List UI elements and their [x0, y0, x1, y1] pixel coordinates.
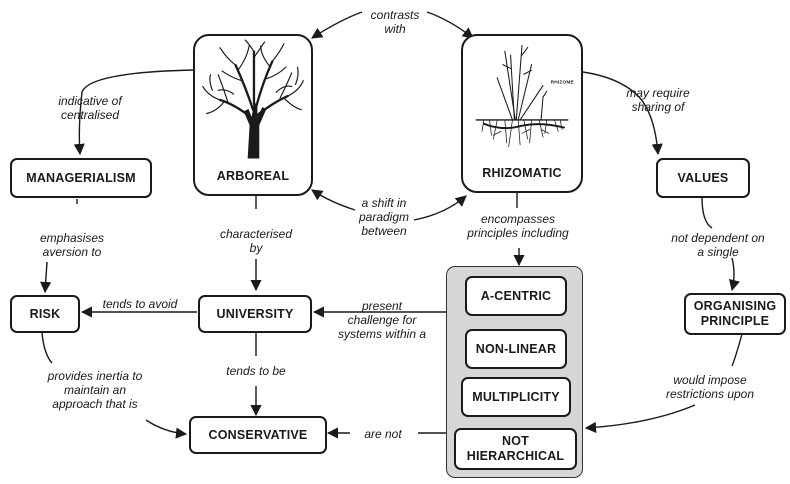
node-rhizomatic[interactable]: RHIZOME RHIZOMATIC	[461, 34, 583, 193]
arrow-shift-paradigm-2	[413, 195, 467, 221]
node-conservative[interactable]: CONSERVATIVE	[189, 416, 327, 454]
link-label-contrasts: contrasts with	[370, 8, 420, 36]
node-label: CONSERVATIVE	[208, 427, 308, 442]
arrow-inertia	[41, 332, 53, 364]
node-a-centric[interactable]: A-CENTRIC	[465, 276, 567, 316]
arrow-indicative	[73, 69, 196, 156]
node-organising-principle[interactable]: ORGANISING PRINCIPLE	[684, 293, 786, 335]
link-label-shift: a shift in paradigm between	[358, 196, 410, 238]
link-label-encompasses: encompasses principles including	[467, 212, 569, 240]
arrow-would-impose-2	[584, 404, 696, 433]
node-label: RHIZOMATIC	[482, 166, 562, 180]
node-risk[interactable]: RISK	[10, 295, 80, 333]
link-label-present: present challenge for systems within a	[337, 299, 427, 341]
link-label-emphasises: emphasises aversion to	[39, 231, 105, 259]
node-multiplicity[interactable]: MULTIPLICITY	[461, 377, 571, 417]
node-managerialism[interactable]: MANAGERIALISM	[10, 158, 152, 198]
node-label: NOT HIERARCHICAL	[466, 434, 565, 463]
arrow-may-require	[582, 71, 663, 156]
node-label: RISK	[29, 306, 61, 321]
arrow-shift-paradigm	[311, 189, 356, 211]
arrow-inertia-2	[145, 419, 188, 439]
node-label: ORGANISING PRINCIPLE	[693, 299, 777, 328]
link-label-characterised: characterised by	[219, 227, 293, 255]
link-label-indicative: indicative of centralised	[58, 94, 122, 122]
node-not-hierarchical[interactable]: NOT HIERARCHICAL	[454, 428, 577, 470]
tree-illustration	[202, 39, 304, 159]
node-label: VALUES	[677, 170, 729, 185]
node-values[interactable]: VALUES	[656, 158, 750, 198]
node-non-linear[interactable]: NON-LINEAR	[465, 329, 567, 369]
link-label-not-dependent: not dependent on a single	[671, 231, 765, 259]
arrow-contrasts-with	[311, 11, 363, 39]
arrow-would-impose	[731, 333, 743, 367]
node-label: ARBOREAL	[216, 169, 290, 183]
node-label: NON-LINEAR	[475, 341, 557, 356]
rhizome-caption: RHIZOME	[551, 80, 574, 86]
link-label-tends-avoid: tends to avoid	[102, 297, 178, 311]
node-university[interactable]: UNIVERSITY	[198, 295, 312, 333]
arrow-not-dependent-2	[729, 257, 740, 292]
rhizome-illustration: RHIZOME	[475, 45, 574, 148]
node-label: A-CENTRIC	[480, 288, 552, 303]
arrow-emphasises-2	[40, 261, 52, 294]
link-label-are-not: are not	[364, 427, 402, 441]
node-label: MULTIPLICITY	[472, 389, 560, 404]
link-label-impose: would impose restrictions upon	[665, 373, 755, 401]
node-label: MANAGERIALISM	[26, 170, 136, 185]
node-arboreal[interactable]: ARBOREAL	[193, 34, 313, 196]
link-label-tends-be: tends to be	[226, 364, 286, 378]
link-label-may-require: may require sharing of	[626, 86, 690, 114]
link-label-inertia: provides inertia to maintain an approach…	[47, 369, 143, 411]
node-label: UNIVERSITY	[216, 306, 294, 321]
arrow-not-dependent	[701, 196, 713, 229]
